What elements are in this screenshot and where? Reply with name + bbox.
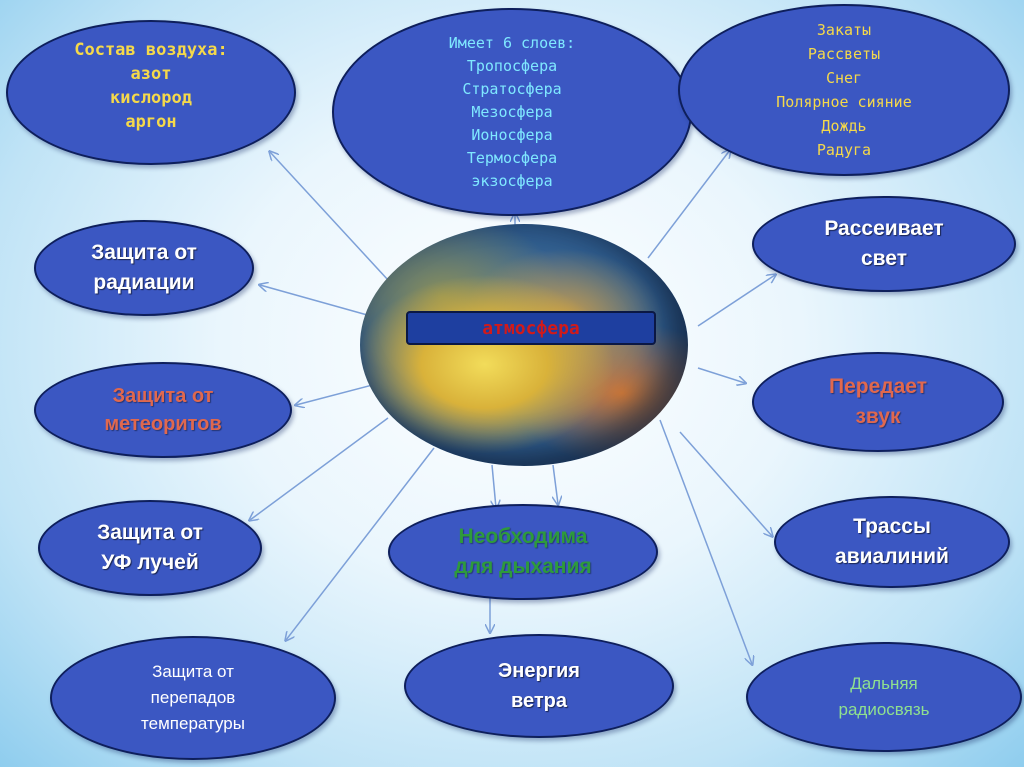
node-air-composition: Состав воздуха: азот кислород аргон	[6, 20, 296, 165]
node-line: звук	[855, 405, 901, 428]
arrow-to-radiation	[260, 285, 379, 319]
arrow-to-temperature	[286, 447, 435, 640]
node-phenomena: Закаты Рассветы Снег Полярное сияние Дож…	[678, 4, 1010, 176]
node-line: Защита от	[152, 662, 234, 681]
node-temperature: Защита от перепадов температуры	[50, 636, 336, 760]
node-line: экзосфера	[471, 171, 553, 190]
node-line: ветра	[510, 690, 568, 712]
node-air-routes: Трассы авиалиний	[774, 496, 1010, 588]
arrow-to-air-composition	[270, 152, 389, 281]
node-line: Закаты	[816, 21, 872, 39]
node-line: Рассеивает	[824, 217, 944, 240]
node-line: радиации	[93, 271, 195, 294]
node-line: Защита от	[91, 241, 197, 264]
node-line: Защита от	[97, 521, 203, 544]
node-line: свет	[861, 247, 907, 270]
node-line: аргон	[125, 111, 177, 132]
node-line: Тропосфера	[466, 56, 558, 75]
node-line: Стратосфера	[462, 79, 562, 98]
node-line: Состав воздуха:	[74, 39, 228, 60]
node-line: Радуга	[816, 141, 872, 159]
node-line: Энергия	[498, 660, 580, 682]
node-line: температуры	[141, 714, 245, 733]
node-line: Ионосфера	[471, 125, 553, 144]
node-line: Термосфера	[466, 148, 558, 167]
node-line: перепадов	[150, 688, 236, 707]
node-line: Трассы	[853, 515, 931, 538]
node-transmits-sound: Передает звук	[752, 352, 1004, 452]
node-line: Дальняя	[850, 674, 918, 693]
node-line: авиалиний	[835, 545, 949, 568]
node-line: радиосвязь	[838, 700, 930, 719]
node-line: Полярное сияние	[776, 93, 912, 111]
node-scatters-light: Рассеивает свет	[752, 196, 1016, 292]
arrow-to-radio	[659, 419, 752, 664]
node-line: Передает	[829, 375, 927, 398]
arrow-to-uv	[250, 417, 389, 520]
arrow-to-phenomena	[647, 150, 730, 259]
node-line: кислород	[110, 87, 192, 108]
node-line: Защита от	[112, 385, 214, 407]
node-layers: Имеет 6 слоев: Тропосфера Стратосфера Ме…	[332, 8, 692, 216]
node-line: Мезосфера	[471, 102, 553, 121]
node-meteorites: Защита от метеоритов	[34, 362, 292, 458]
node-line: азот	[130, 63, 172, 84]
node-radio: Дальняя радиосвязь	[746, 642, 1022, 752]
node-line: УФ лучей	[101, 551, 199, 574]
arrow-to-scatters-light	[697, 275, 775, 327]
center-label: атмосфера	[406, 311, 656, 345]
node-line: Рассветы	[807, 45, 881, 63]
node-uv: Защита от УФ лучей	[38, 500, 262, 596]
node-radiation: Защита от радиации	[34, 220, 254, 316]
node-line: Снег	[825, 69, 863, 87]
arrow-to-transmits-sound	[697, 367, 745, 383]
node-line: Имеет 6 слоев:	[448, 33, 576, 52]
globe-image	[360, 224, 688, 466]
node-breathing: Необходима для дыхания	[388, 504, 658, 600]
node-line: для дыхания	[454, 555, 592, 578]
arrow-to-air-routes	[679, 431, 772, 536]
node-line: метеоритов	[104, 413, 222, 435]
arrow-to-breathing-left	[492, 464, 496, 508]
arrow-to-breathing-right	[553, 464, 558, 504]
node-line: Необходима	[458, 525, 588, 548]
node-wind-energy: Энергия ветра	[404, 634, 674, 738]
node-line: Дождь	[821, 117, 867, 135]
